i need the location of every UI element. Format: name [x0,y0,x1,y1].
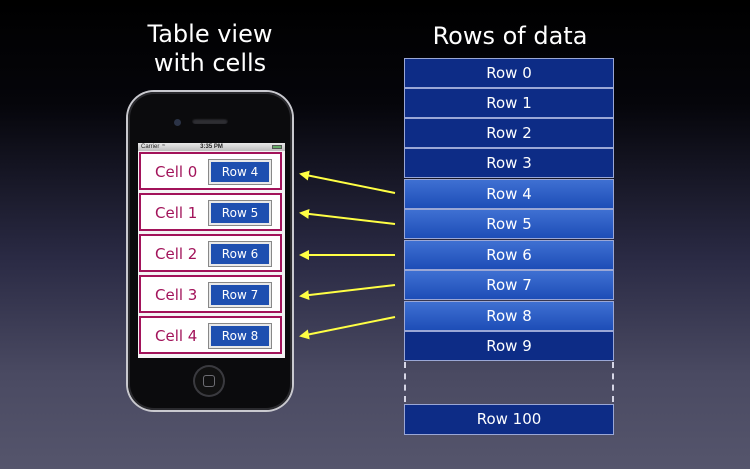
cell-label: Cell 2 [155,245,198,263]
data-row-3: Row 3 [404,148,614,178]
table-cell-3[interactable]: Cell 3 Row 7 [139,275,282,313]
phone-screen: Carrier ≈ 3:35 PM Cell 0 Row 4 Cell 1 Ro… [138,143,285,358]
camera-icon [174,119,181,126]
arrow-row8-to-cell4 [299,316,396,340]
carrier-label: Carrier [141,144,160,150]
data-row-5: Row 5 [404,209,614,239]
battery-icon [272,145,282,149]
table-view-title: Table view with cells [140,20,280,78]
cell-row-button[interactable]: Row 6 [209,242,271,266]
data-row-1: Row 1 [404,88,614,118]
ellipsis-line-left [404,362,406,402]
table-cell-2[interactable]: Cell 2 Row 6 [139,234,282,272]
wifi-icon: ≈ [162,143,166,149]
home-button[interactable] [195,367,223,395]
status-bar: Carrier ≈ 3:35 PM [138,143,285,151]
cell-row-button[interactable]: Row 4 [209,160,271,184]
cell-label: Cell 4 [155,327,198,345]
cell-label: Cell 1 [155,204,198,222]
data-row-8: Row 8 [404,301,614,331]
table-view-title-line2: with cells [153,49,267,77]
table-cell-0[interactable]: Cell 0 Row 4 [139,152,282,190]
data-row-2: Row 2 [404,118,614,148]
cell-row-button[interactable]: Row 8 [209,324,271,348]
data-row-6: Row 6 [404,240,614,270]
table-view-title-line1: Table view [147,20,273,48]
table-cell-4[interactable]: Cell 4 Row 8 [139,316,282,354]
arrow-row4-to-cell0 [299,170,396,194]
arrow-row5-to-cell1 [299,208,396,225]
data-row-0: Row 0 [404,58,614,88]
cell-row-button[interactable]: Row 5 [209,201,271,225]
ellipsis-line-right [612,362,614,402]
data-row-7: Row 7 [404,270,614,300]
speaker-grille [192,118,228,124]
status-time: 3:35 PM [200,144,223,150]
cell-row-button[interactable]: Row 7 [209,283,271,307]
data-row-4: Row 4 [404,179,614,209]
rows-of-data-title: Rows of data [432,22,588,50]
arrow-row7-to-cell3 [299,284,396,301]
table-cell-1[interactable]: Cell 1 Row 5 [139,193,282,231]
cell-label: Cell 3 [155,286,198,304]
data-row-9: Row 9 [404,331,614,361]
cell-label: Cell 0 [155,163,198,181]
data-row-100: Row 100 [404,404,614,435]
